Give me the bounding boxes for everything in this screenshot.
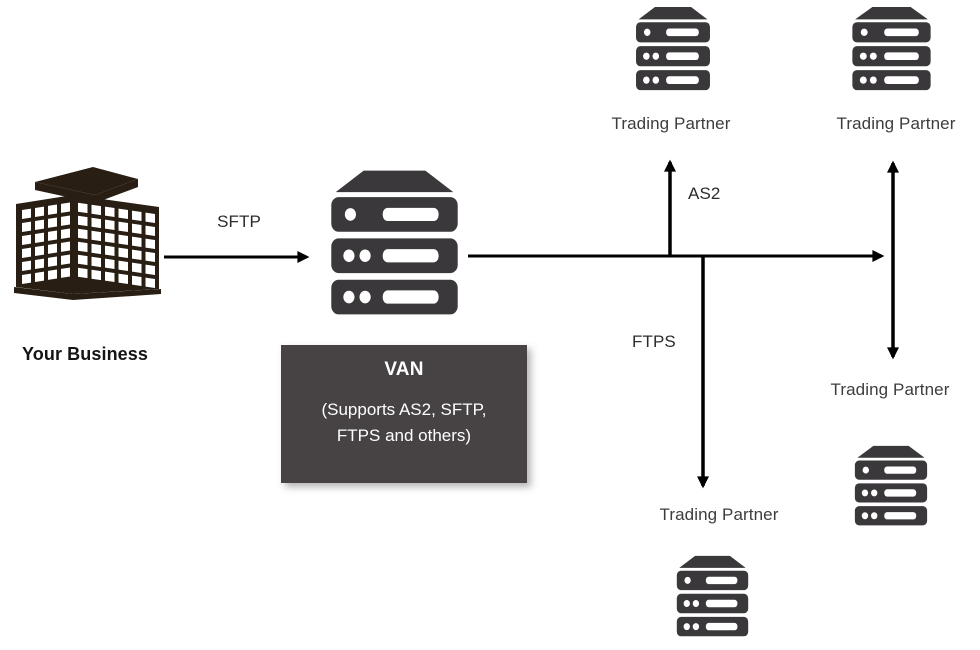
server-stack-icon xyxy=(671,555,754,640)
van-box-title: VAN xyxy=(384,359,424,380)
as2-edge-label: AS2 xyxy=(688,184,721,203)
sftp-edge-label: SFTP xyxy=(217,212,261,231)
server-stack-icon xyxy=(630,6,716,94)
van-server-stack-icon xyxy=(321,169,468,321)
trading-partner-right-label: Trading Partner xyxy=(830,380,950,399)
server-stack-icon xyxy=(846,6,937,94)
van-box-subtitle-line2: FTPS and others) xyxy=(336,426,472,445)
office-building-icon xyxy=(14,163,164,321)
trading-partner-top-right-label: Trading Partner xyxy=(836,114,956,133)
van-box-subtitle-line1: (Supports AS2, SFTP, xyxy=(321,400,487,419)
van-info-box: VAN (Supports AS2, SFTP, FTPS and others… xyxy=(281,345,527,483)
trading-partner-bottom-label: Trading Partner xyxy=(659,505,779,524)
your-business-label: Your Business xyxy=(22,344,148,364)
ftps-edge-label: FTPS xyxy=(632,332,676,351)
trading-partner-top-left-label: Trading Partner xyxy=(611,114,731,133)
server-stack-icon xyxy=(849,445,933,529)
